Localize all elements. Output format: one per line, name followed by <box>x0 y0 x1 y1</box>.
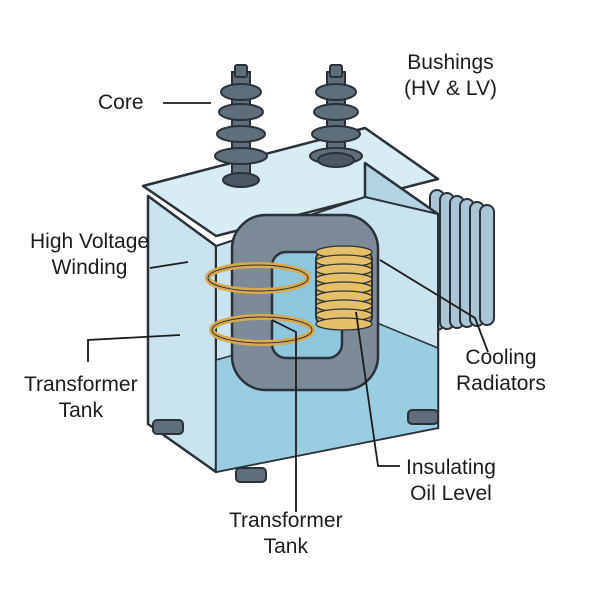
bushing-left <box>214 64 268 188</box>
label-core: Core <box>98 91 144 114</box>
tank-foot <box>407 409 439 425</box>
insulator-disc <box>220 83 262 101</box>
label-cooling-radiators: Cooling Radiators <box>456 346 546 395</box>
leader-line <box>271 319 297 512</box>
leader-lines <box>87 102 489 512</box>
label-bushings: Bushings (HV & LV) <box>404 51 497 100</box>
tank-top-lid <box>141 126 440 238</box>
tank-feet <box>152 409 439 483</box>
cooling-radiators <box>429 189 495 331</box>
insulator-disc <box>313 103 359 121</box>
bushing-terminal <box>329 64 343 78</box>
tank-foot <box>152 419 184 435</box>
coil-turn <box>315 317 373 331</box>
winding-loop-outline <box>211 316 313 344</box>
bushing-right <box>309 64 363 168</box>
insulator-disc <box>218 103 264 121</box>
label-transformer-tank-left: Transformer Tank <box>24 373 138 422</box>
radiator-fin <box>479 204 495 326</box>
high-voltage-winding <box>205 262 315 346</box>
bushing-base <box>222 172 260 188</box>
insulator-disc <box>214 147 268 165</box>
bushing-base <box>317 152 355 168</box>
insulator-disc <box>315 83 357 101</box>
label-insulating-oil-level: Insulating Oil Level <box>406 456 496 505</box>
bushing-terminal <box>234 64 248 78</box>
leader-line <box>379 259 489 353</box>
label-high-voltage-winding: High Voltage Winding <box>30 230 150 279</box>
insulator-disc <box>216 125 266 143</box>
leader-line <box>87 334 181 362</box>
leader-line <box>149 261 189 269</box>
winding-loop-outline <box>207 264 309 292</box>
leader-line <box>355 311 400 467</box>
tank-foot <box>235 467 267 483</box>
insulator-disc <box>311 125 361 143</box>
low-voltage-coil <box>315 245 373 331</box>
label-transformer-tank-bottom: Transformer Tank <box>229 509 343 558</box>
